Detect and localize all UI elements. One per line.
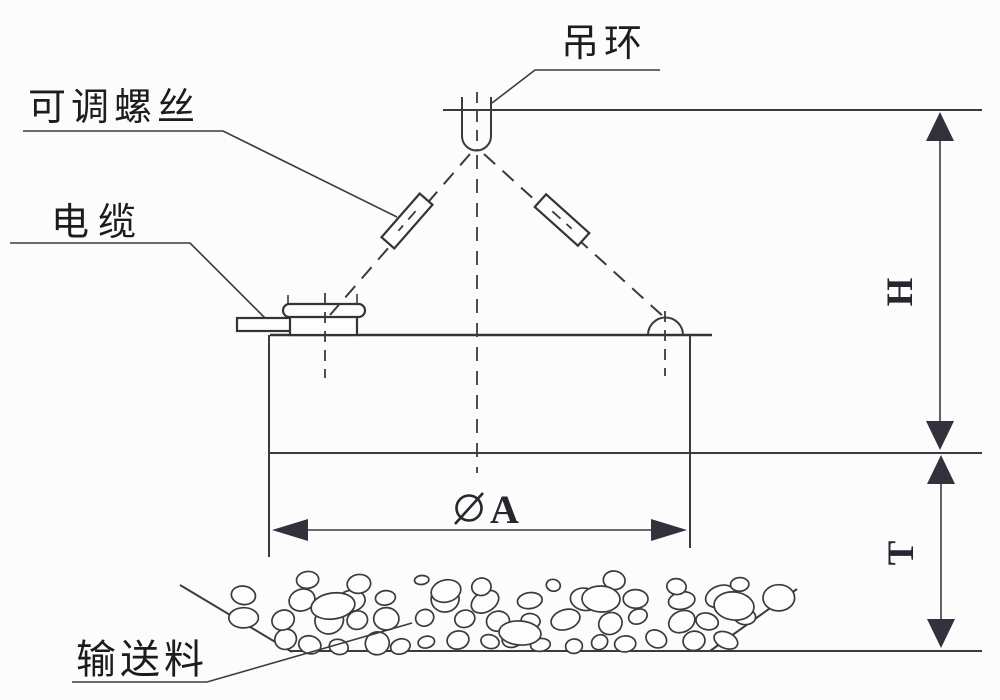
stone-pile (227, 570, 796, 656)
stone (470, 577, 492, 597)
terminal-box (288, 314, 359, 337)
stone (682, 630, 706, 652)
leader-material (72, 622, 413, 683)
stone (516, 591, 543, 610)
stone (372, 606, 400, 631)
stone (295, 570, 320, 590)
stone (271, 609, 296, 632)
stone (622, 588, 649, 610)
stone (713, 630, 739, 650)
stone (729, 576, 750, 593)
stone (498, 620, 542, 646)
stone (310, 591, 356, 621)
stone (288, 588, 316, 612)
dim-a-label: A (490, 487, 519, 532)
magnet-body (268, 333, 982, 557)
stone (695, 612, 720, 631)
label-adjustable-screw: 可调螺丝 (28, 85, 200, 129)
dim-h-label: H (880, 277, 921, 306)
stone (665, 577, 688, 596)
stone (667, 609, 696, 634)
stone (597, 611, 623, 636)
callout-adjustable-screw: 可调螺丝 (23, 85, 398, 218)
stone (364, 631, 391, 656)
lifting-ring (461, 92, 492, 152)
leader-lifting-ring (491, 69, 660, 104)
stone (762, 583, 796, 612)
stone (613, 635, 637, 653)
stone (417, 635, 436, 649)
diameter-symbol-icon (454, 492, 484, 525)
stone (414, 608, 435, 628)
callout-lifting-ring: 吊环 (491, 21, 660, 104)
dim-a-arrow-right (651, 519, 687, 541)
sling-lines (324, 153, 666, 473)
dim-t-arrow-down (927, 619, 955, 648)
callout-cable: 电缆 (10, 200, 266, 319)
sling-right (483, 153, 666, 319)
dimension-diameter-a: A (272, 487, 687, 541)
label-material: 输送料 (76, 637, 208, 683)
stone (545, 578, 562, 593)
stone (430, 578, 462, 604)
stone (713, 591, 755, 621)
stone (389, 637, 411, 656)
stone (581, 585, 621, 613)
dim-h-arrow-up (926, 112, 954, 141)
turnbuckle-left-body (379, 192, 435, 250)
turnbuckle-right-body (533, 192, 591, 248)
stone (230, 585, 257, 606)
dimension-t: T (881, 455, 955, 648)
junction-box (235, 294, 367, 337)
leader-adjustable-screw (23, 130, 398, 218)
turnbuckle-left-centerline (397, 210, 417, 232)
stone (480, 633, 500, 650)
stone (446, 630, 470, 650)
leader-cable (10, 242, 266, 319)
dimension-h: H (880, 112, 954, 450)
callout-material: 输送料 (72, 622, 413, 683)
turnbuckle-left (379, 192, 435, 250)
stone (413, 574, 430, 586)
turnbuckle-right (533, 192, 591, 248)
turnbuckle-right-centerline (551, 210, 573, 230)
label-cable: 电缆 (51, 200, 145, 244)
stone (227, 606, 260, 629)
stone (550, 608, 581, 631)
dim-h-arrow-down (926, 421, 954, 450)
stone (564, 638, 584, 655)
stone (374, 589, 397, 607)
stone (590, 633, 609, 651)
ring-shank (461, 97, 492, 152)
stone (627, 608, 648, 625)
stone (645, 629, 668, 649)
terminal-box-cap (281, 302, 367, 319)
dim-a-arrow-left (272, 519, 308, 541)
dim-t-arrow-up (927, 455, 955, 484)
cable-tube (235, 316, 293, 333)
dim-t-label: T (881, 540, 922, 565)
stone (453, 609, 476, 629)
label-lifting-ring: 吊环 (561, 21, 647, 65)
stone (346, 573, 372, 595)
